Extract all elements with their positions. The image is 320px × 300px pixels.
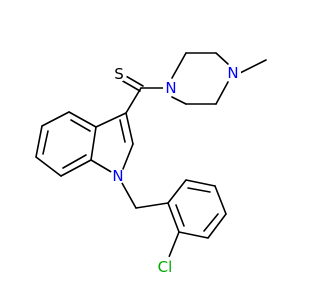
bond-ar-4-inner (203, 213, 219, 232)
sulfur-label: S (114, 65, 124, 83)
indole-n-atom: N (110, 167, 126, 185)
bond-ar-3 (214, 185, 227, 215)
molecule-structure: S N N N Cl (35, 52, 267, 278)
bond-ch2-aryl (135, 202, 169, 209)
bond-c5-c6 (35, 125, 43, 158)
bond-ar-6-inner (175, 204, 185, 227)
bond-pip-6 (171, 96, 187, 105)
bond-ar-4 (207, 213, 227, 239)
bond-thione-1 (123, 74, 144, 87)
chlorine-label: Cl (158, 258, 173, 276)
bond-c-c3 (125, 87, 142, 114)
bond-ar-5 (178, 231, 209, 239)
bond-c-cl (168, 231, 180, 258)
bond-thione-2 (120, 79, 141, 92)
piperazine-n4-label: N (227, 64, 238, 82)
indole-n-label: N (112, 167, 123, 185)
bond-c7-c7a (60, 159, 92, 177)
bond-ar-1 (167, 179, 187, 204)
piperazine-n1-atom: N (163, 79, 179, 97)
bond-ar-6 (167, 202, 180, 233)
bond-c3a-c4 (68, 111, 97, 128)
bond-pip-1 (171, 52, 187, 79)
bond-c3-c2-inner (119, 119, 126, 143)
bond-c3a-c4-inner (70, 119, 91, 132)
bond-pip-3 (215, 52, 229, 65)
piperazine-n1-label: N (165, 79, 176, 97)
bond-c6-c7 (35, 156, 62, 177)
bond-ar-2 (185, 179, 216, 187)
atom-labels: S N N N Cl (110, 64, 241, 278)
bond-n-methyl (239, 59, 267, 74)
chlorine-atom: Cl (154, 256, 176, 278)
bond-c4-c5 (41, 111, 70, 127)
bond-c3-c3a (95, 112, 127, 128)
bond-c7a-c3a (90, 126, 97, 161)
bond-n1-ch2 (121, 182, 137, 209)
bond-ar-2-inner (187, 187, 211, 193)
piperazine-n4-atom: N (225, 64, 241, 82)
bond-n1-c7a (90, 159, 114, 174)
bond-c5-c6-inner (42, 130, 49, 155)
bond-c7-c7a-inner (62, 154, 87, 169)
bonds (35, 52, 267, 258)
bond-c2-n1 (122, 143, 134, 170)
sulfur-atom: S (111, 65, 127, 83)
bond-pip-4 (215, 81, 229, 105)
bond-c3-c2 (125, 112, 134, 145)
